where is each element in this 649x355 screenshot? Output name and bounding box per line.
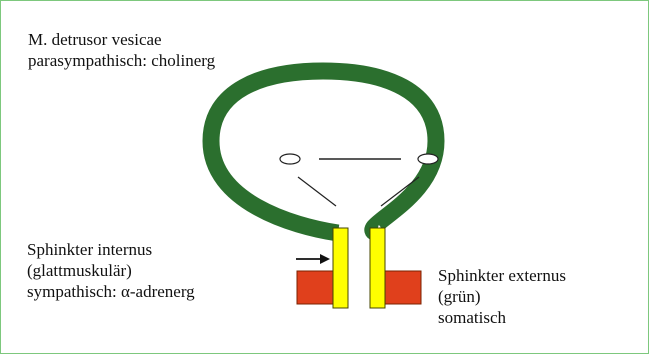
externus-label-line: Sphinkter externus bbox=[438, 265, 566, 286]
internus-label-line: (glattmuskulär) bbox=[27, 260, 195, 281]
trigone-line-left bbox=[298, 177, 336, 206]
ureter-opening-right bbox=[418, 154, 438, 164]
internus-label-line: Sphinkter internus bbox=[27, 239, 195, 260]
arrow-head-icon bbox=[320, 254, 330, 264]
externus-label: Sphinkter externus (grün) somatisch bbox=[438, 265, 566, 328]
externus-label-line: (grün) bbox=[438, 286, 566, 307]
internus-label: Sphinkter internus (glattmuskulär) sympa… bbox=[27, 239, 195, 302]
sphincter-externus-left bbox=[297, 271, 334, 304]
sphincter-internus-right bbox=[370, 228, 385, 308]
sphincter-internus-left bbox=[333, 228, 348, 308]
detrusor-label-line: parasympathisch: cholinerg bbox=[28, 50, 215, 71]
detrusor-label-line: M. detrusor vesicae bbox=[28, 29, 215, 50]
sphincter-externus-right bbox=[384, 271, 421, 304]
detrusor-label: M. detrusor vesicae parasympathisch: cho… bbox=[28, 29, 215, 71]
internus-label-line: sympathisch: α-adrenerg bbox=[27, 281, 195, 302]
ureter-opening-left bbox=[280, 154, 300, 164]
externus-label-line: somatisch bbox=[438, 307, 566, 328]
bladder-wall bbox=[211, 71, 436, 233]
